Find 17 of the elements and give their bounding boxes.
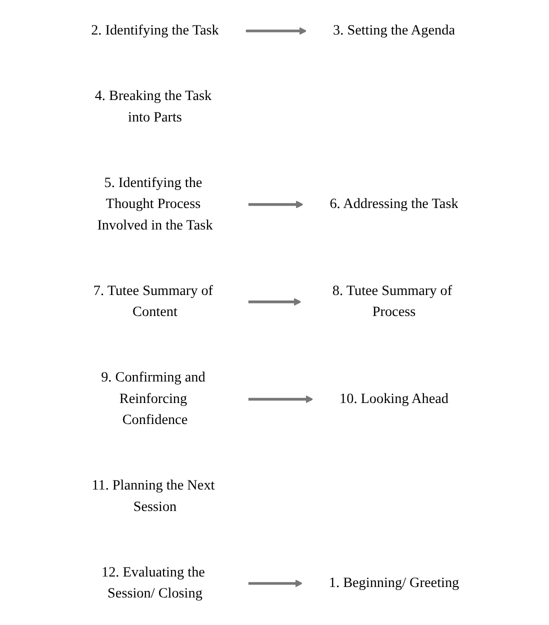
node-text: 7. Tutee Summary of Content: [93, 283, 214, 320]
node-text: 1. Beginning/ Greeting: [328, 575, 460, 590]
node-text: 12. Evaluating the Session/ Closing: [101, 564, 205, 602]
node-text: 11. Planning the Next Session: [92, 478, 215, 514]
arrow: [248, 580, 303, 588]
node-text: 4. Breaking the Task into Parts: [94, 88, 212, 125]
node-text: 8. Tutee Summary of Process: [332, 283, 452, 320]
arrow: [248, 395, 314, 404]
node-text: 6. Addressing the Task: [330, 196, 458, 212]
node-text: 5. Identifying the Thought Process Involved in the Task: [97, 175, 213, 233]
arrow: [245, 27, 307, 35]
node-text: 3. Setting the Agenda: [333, 23, 455, 38]
arrow: [248, 298, 302, 306]
node-text: 10. Looking Ahead: [340, 391, 448, 406]
arrow: [248, 200, 304, 208]
node-text: 9. Confirming and Reinforcing Confidence: [101, 370, 206, 428]
node-text: 2. Identifying the Task: [91, 23, 219, 38]
